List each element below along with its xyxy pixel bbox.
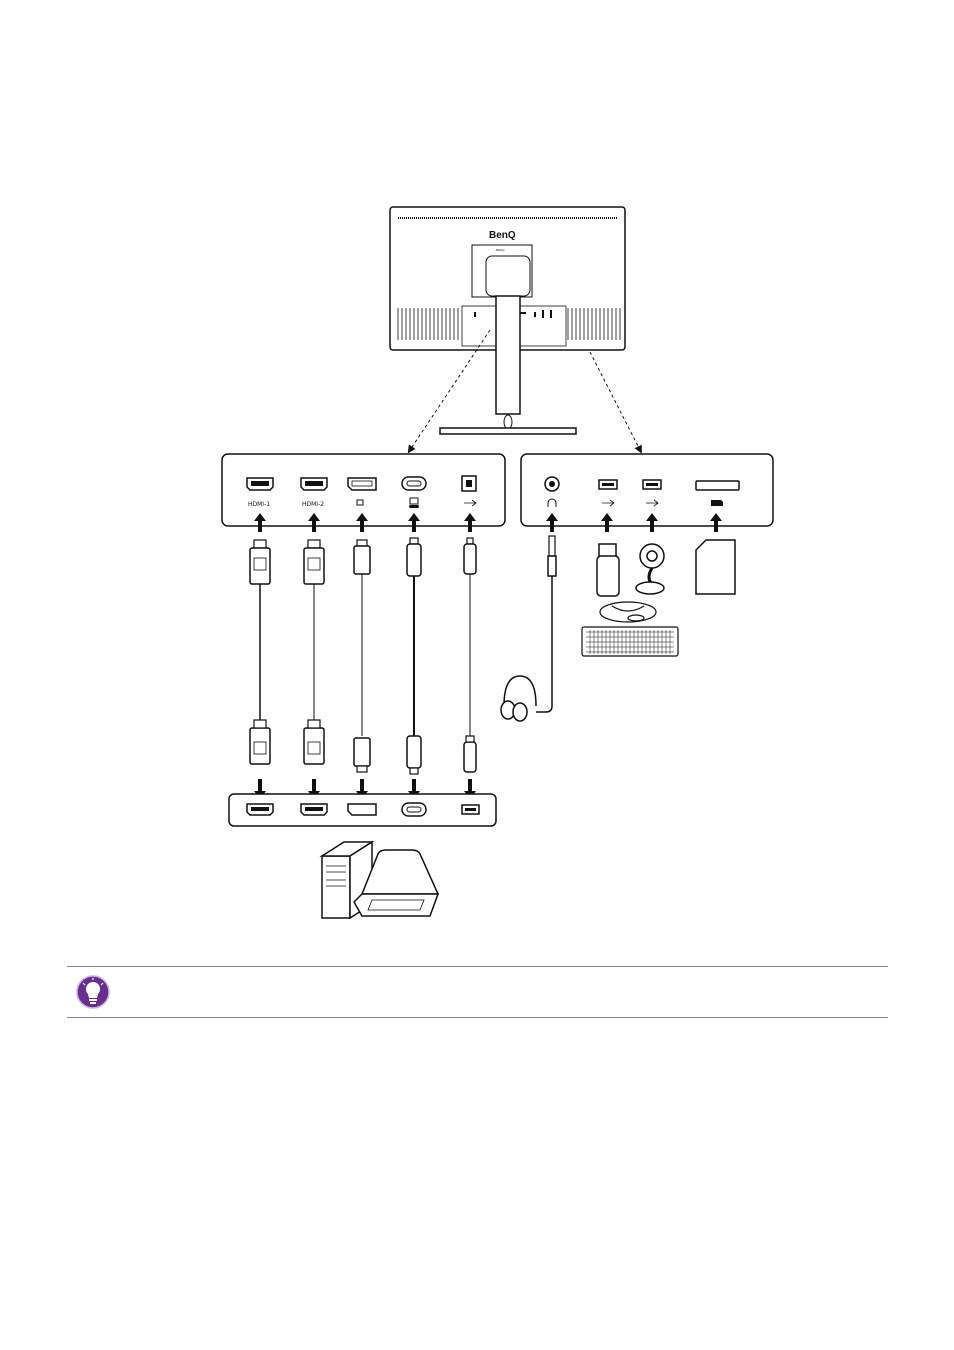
brand-logo: BenQ — [489, 230, 516, 241]
pc-usb-c-port — [402, 803, 426, 816]
usb-cable — [464, 538, 476, 772]
headphone-cable — [536, 536, 556, 712]
lightbulb-tip-icon — [75, 974, 111, 1010]
sd-card-small-icon — [711, 500, 723, 506]
usb-c-cable — [407, 538, 421, 774]
cables — [250, 536, 556, 774]
sd-card-icon — [696, 540, 735, 594]
tip-note — [67, 966, 888, 1018]
callout-right — [590, 352, 640, 450]
headphones-icon — [501, 676, 536, 721]
hdmi-1-cable — [250, 540, 270, 764]
hdmi-2-cable — [304, 540, 324, 764]
model-label: BENQ — [496, 248, 505, 252]
left-vents — [393, 306, 463, 348]
keyboard-icon — [582, 627, 678, 656]
accessory-port-panel — [521, 454, 773, 526]
computer-port-panel — [229, 794, 496, 826]
usb-flash-drive-icon — [597, 544, 619, 596]
hdmi-1-label: HDMI-1 — [248, 501, 270, 508]
webcam-icon — [636, 544, 664, 594]
displayport-cable — [354, 540, 370, 772]
pc-displayport-port — [348, 804, 376, 815]
hdmi-2-label: HDMI-2 — [302, 501, 324, 508]
monitor-rear-view: BenQ BENQ — [390, 207, 625, 434]
mouse-icon — [600, 602, 656, 622]
